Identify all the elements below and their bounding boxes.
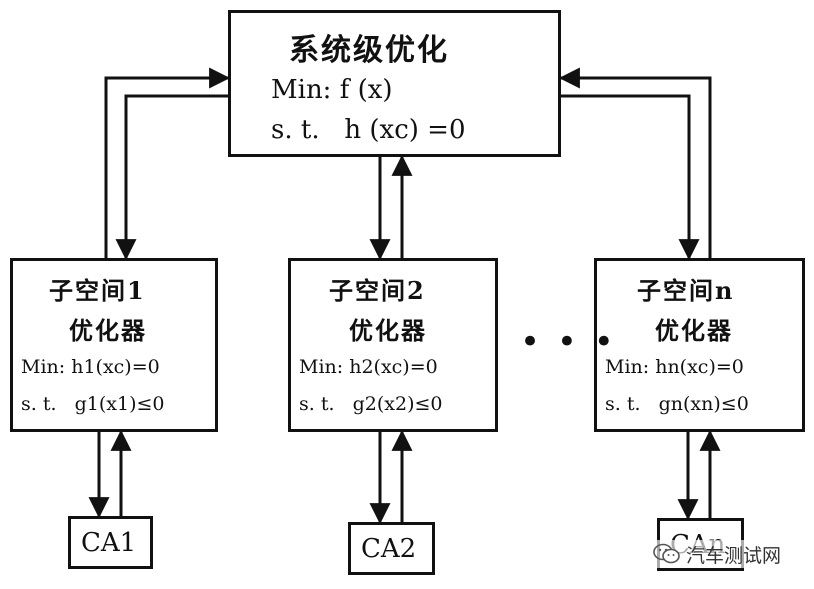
subspace-1-subtitle: 优化器: [69, 316, 147, 345]
system-constraint: s. t. h (xc) =0: [271, 115, 466, 145]
subspace-2-title: 子空间2: [329, 276, 426, 305]
system-optimizer-box: 系统级优化 Min: f (x) s. t. h (xc) =0: [228, 10, 561, 157]
subspace-1-title: 子空间1: [49, 276, 146, 305]
ca2-label: CA2: [361, 534, 417, 564]
subspace-1-objective: Min: h1(xc)=0: [21, 356, 160, 378]
subspace-n-objective: Min: hn(xc)=0: [605, 356, 744, 378]
ellipsis: • • •: [520, 322, 617, 362]
wechat-icon: [653, 543, 680, 564]
subspace-1-box: 子空间1 优化器 Min: h1(xc)=0 s. t. g1(x1)≤0: [10, 258, 218, 432]
watermark-text: 汽车测试网: [686, 544, 782, 567]
arrow-system-to-subspace-1: [115, 94, 228, 261]
subspace-n-box: 子空间n 优化器 Min: hn(xc)=0 s. t. gn(xn)≤0: [594, 258, 805, 432]
ca1-box: CA1: [68, 516, 153, 569]
watermark: 汽车测试网: [652, 540, 782, 568]
subspace-1-constraint: s. t. g1(x1)≤0: [21, 393, 165, 415]
arrow-system-to-subspace-n: [561, 94, 700, 261]
arrow-subspace-1-to-system: [104, 67, 231, 258]
system-title: 系统级优化: [289, 33, 449, 68]
ca2-box: CA2: [348, 522, 435, 575]
ca1-label: CA1: [81, 528, 137, 558]
subspace-n-subtitle: 优化器: [655, 316, 733, 345]
subspace-2-box: 子空间2 优化器 Min: h2(xc)=0 s. t. g2(x2)≤0: [288, 258, 498, 432]
subspace-2-constraint: s. t. g2(x2)≤0: [299, 393, 443, 415]
subspace-n-constraint: s. t. gn(xn)≤0: [605, 393, 749, 415]
arrow-subspace-n-to-system: [558, 67, 712, 258]
subspace-2-objective: Min: h2(xc)=0: [299, 356, 438, 378]
system-objective: Min: f (x): [271, 75, 393, 105]
subspace-n-title: 子空间n: [637, 276, 735, 305]
subspace-2-subtitle: 优化器: [349, 316, 427, 345]
